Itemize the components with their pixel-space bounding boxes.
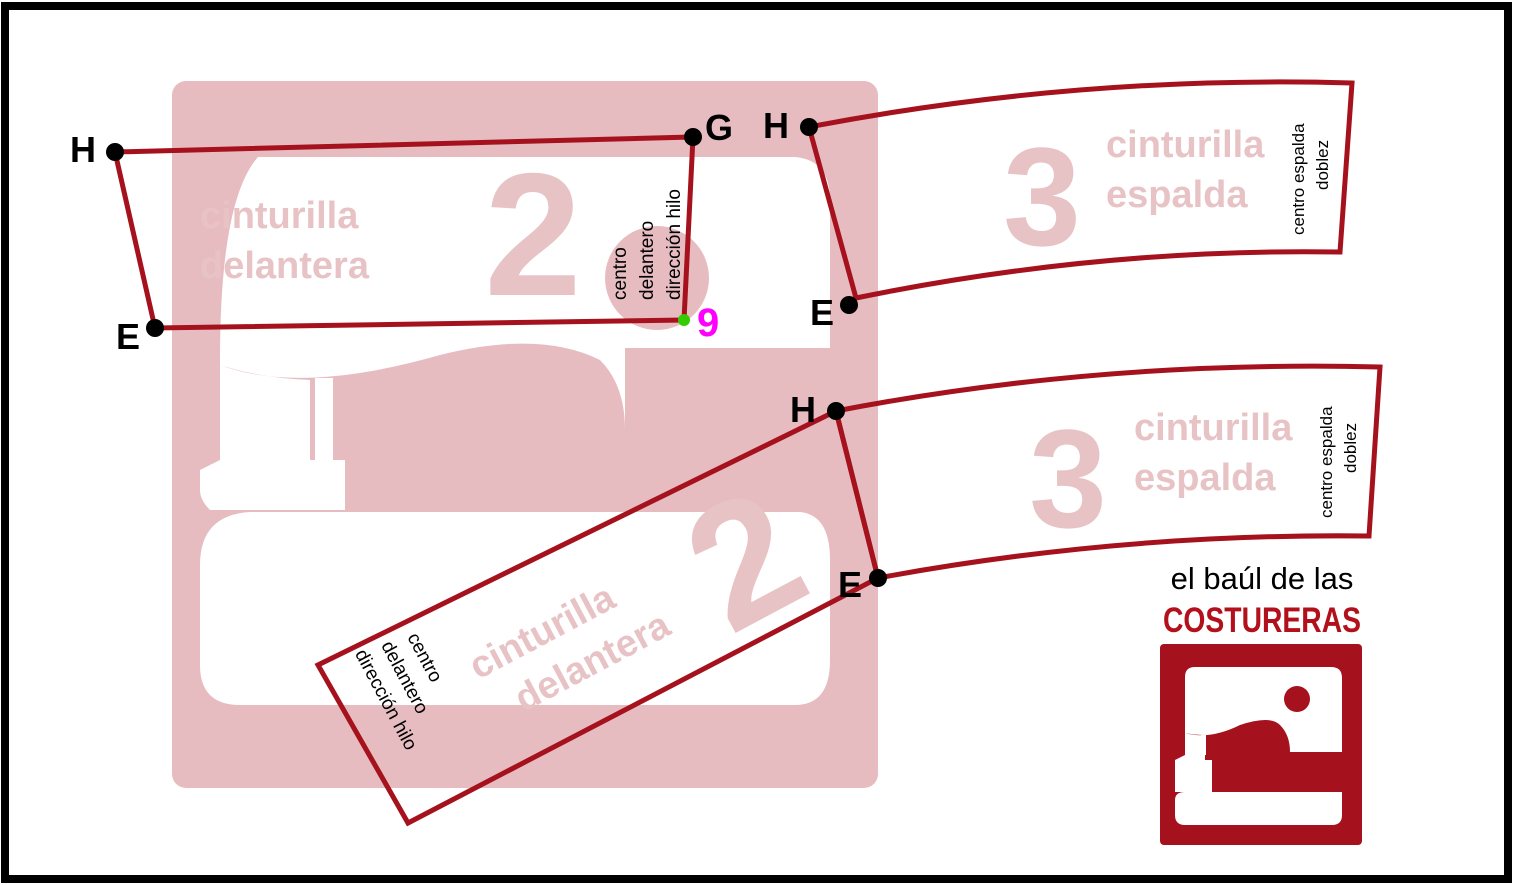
piece-back-b-outline bbox=[832, 363, 1383, 581]
brand-logo: el baúl de las COSTURERAS bbox=[1160, 561, 1362, 845]
piece-back-b-title-1: cinturilla bbox=[1134, 407, 1293, 449]
point-front-a-h bbox=[106, 143, 124, 161]
marker-9-dot bbox=[678, 314, 690, 326]
point-back-a-e-label: E bbox=[810, 292, 834, 333]
piece-back-b-number: 3 bbox=[1029, 400, 1107, 557]
piece-back-a-number: 3 bbox=[1003, 118, 1081, 275]
point-front-a-e-label: E bbox=[116, 316, 140, 357]
sewing-machine-watermark-icon bbox=[172, 81, 878, 788]
brand-line-1: el baúl de las bbox=[1171, 561, 1354, 596]
pattern-points: H G E 9 H E H E bbox=[70, 105, 887, 605]
point-back-a-h-label: H bbox=[763, 105, 789, 146]
piece-front-b-outline bbox=[314, 407, 881, 827]
point-back-b-h bbox=[827, 402, 845, 420]
piece-back-a-title-1: cinturilla bbox=[1106, 124, 1265, 166]
piece-back-b: 3 cinturilla espalda centro espalda dobl… bbox=[832, 363, 1383, 581]
point-front-a-h-label: H bbox=[70, 129, 96, 170]
point-back-a-h bbox=[800, 118, 818, 136]
brand-line-2: COSTURERAS bbox=[1163, 601, 1361, 640]
piece-front-a-title-2: delantera bbox=[200, 245, 370, 287]
piece-front-a-note-1: centro bbox=[610, 247, 631, 300]
piece-front-a-title-1: cinturilla bbox=[200, 195, 359, 237]
piece-front-a-note-3: dirección hilo bbox=[664, 189, 685, 300]
piece-back-b-note-1: centro espalda bbox=[1317, 406, 1336, 518]
piece-back-b-title-2: espalda bbox=[1134, 457, 1276, 499]
piece-back-a-outline bbox=[805, 79, 1355, 301]
brand-sewing-machine-icon bbox=[1175, 667, 1342, 825]
point-back-b-e-label: E bbox=[838, 564, 862, 605]
marker-9-label: 9 bbox=[697, 301, 719, 345]
point-back-b-e bbox=[869, 569, 887, 587]
piece-front-a-note-2: delantero bbox=[637, 221, 658, 300]
point-front-a-e bbox=[146, 319, 164, 337]
piece-back-a-title-2: espalda bbox=[1106, 174, 1248, 216]
piece-back-a-note-1: centro espalda bbox=[1289, 123, 1308, 235]
piece-front-a-number: 2 bbox=[484, 138, 581, 333]
piece-back-a-note-2: doblez bbox=[1313, 140, 1332, 190]
point-back-b-h-label: H bbox=[790, 389, 816, 430]
piece-back-b-note-2: doblez bbox=[1341, 423, 1360, 473]
piece-front-a: 2 cinturilla delantera centro delantero … bbox=[111, 134, 696, 333]
point-front-a-g-label: G bbox=[705, 107, 733, 148]
point-back-a-e bbox=[840, 296, 858, 314]
piece-back-a: 3 cinturilla espalda centro espalda dobl… bbox=[805, 79, 1355, 301]
point-front-a-g bbox=[684, 128, 702, 146]
